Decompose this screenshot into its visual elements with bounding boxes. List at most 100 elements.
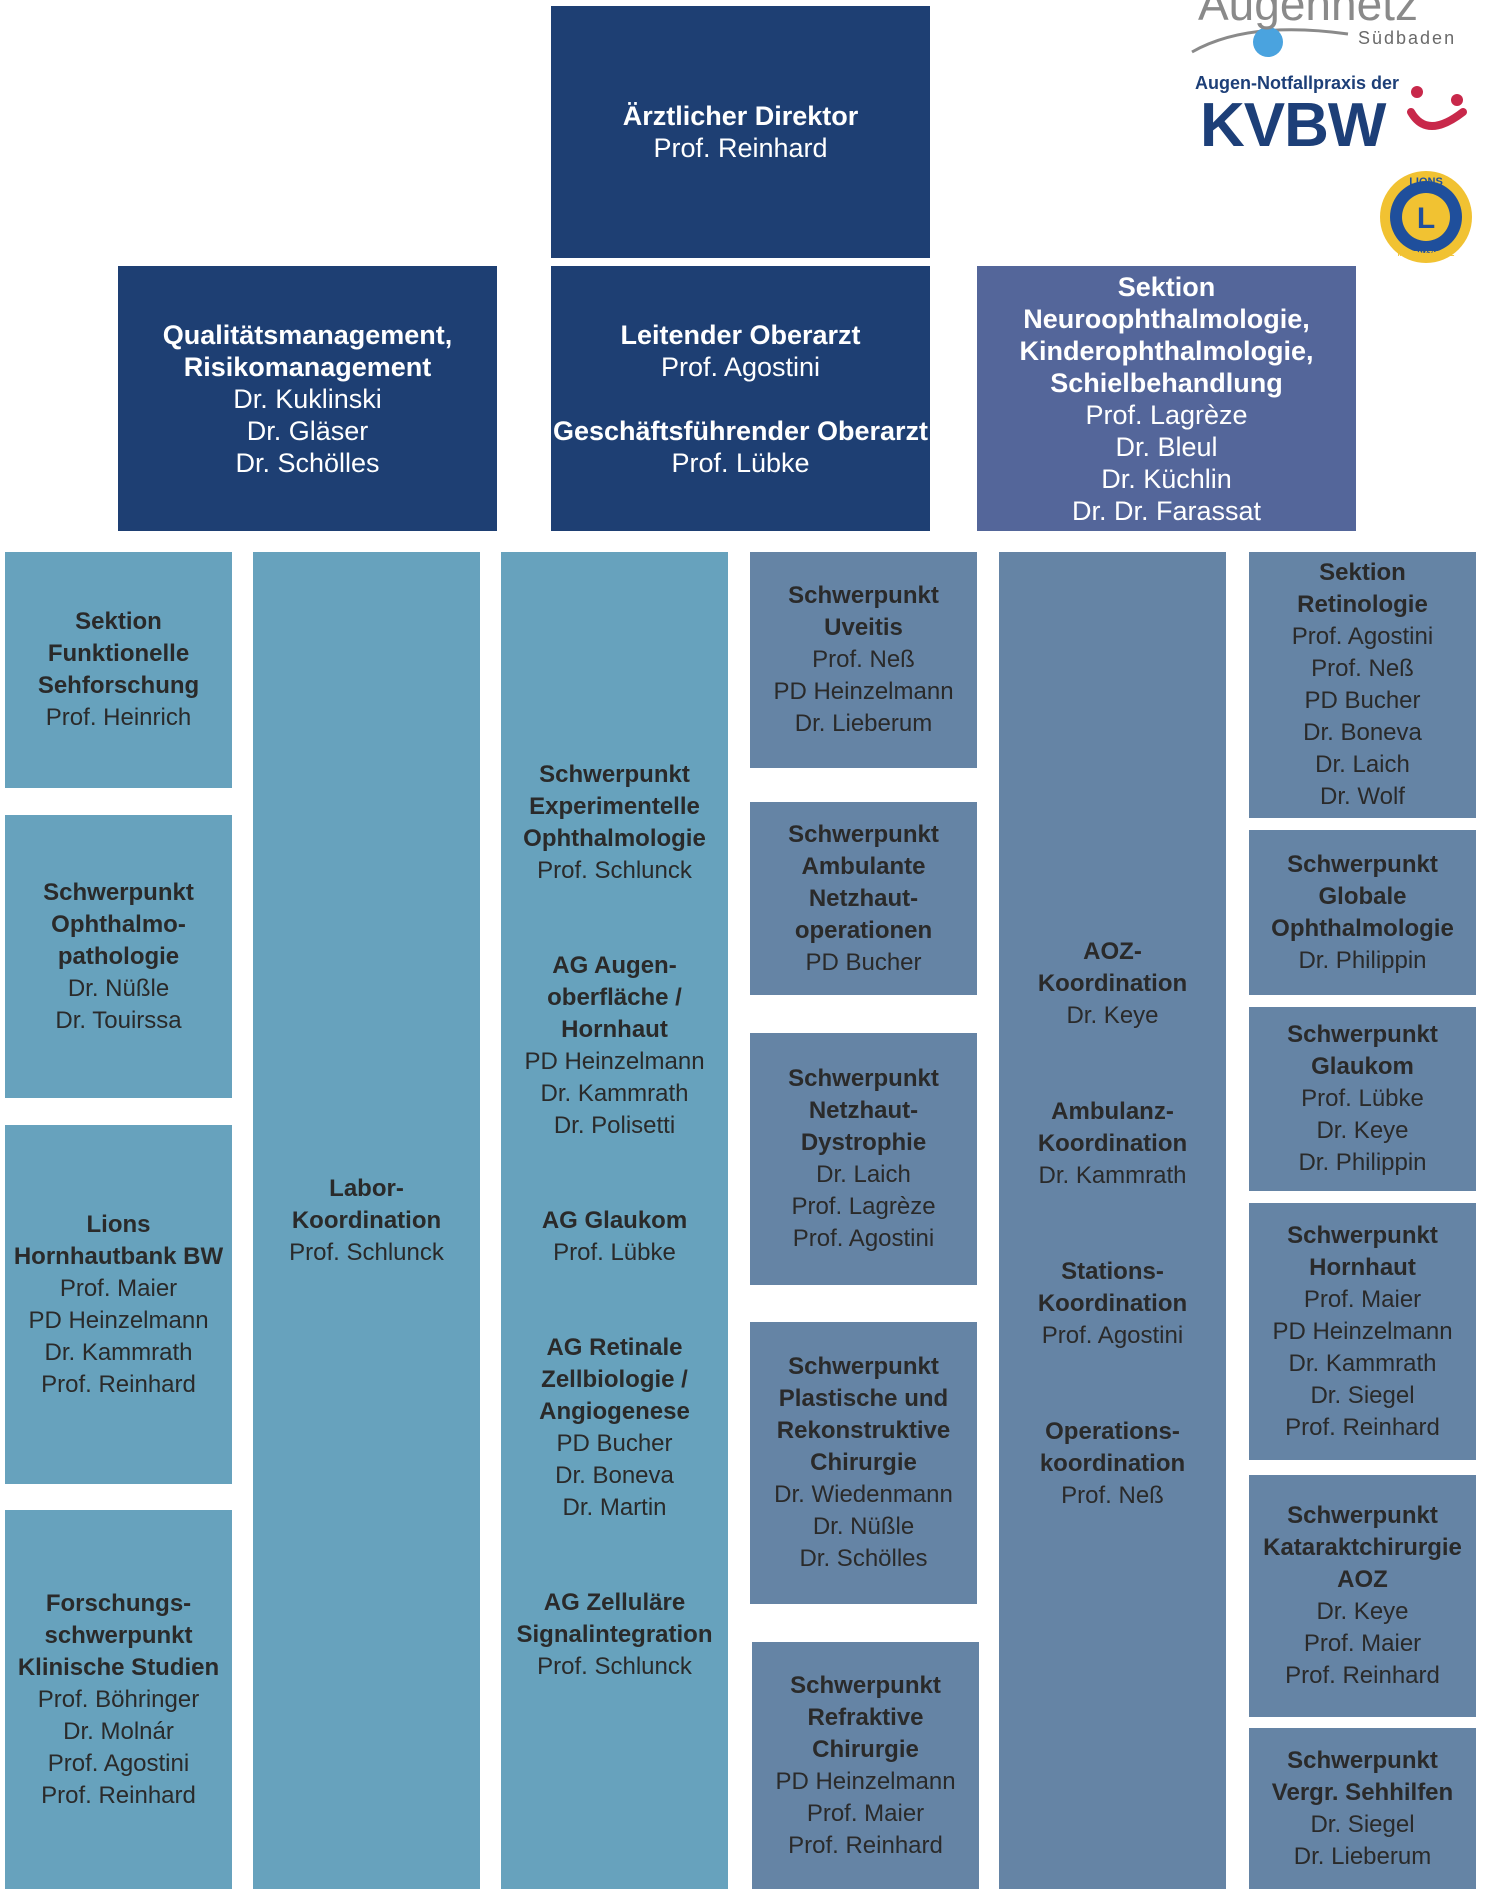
unit-person: Prof. Maier <box>59 1274 178 1302</box>
unit-person: Prof. Schlunck <box>537 857 692 884</box>
unit-title: AOZ- <box>1083 938 1142 965</box>
quality-person: Dr. Schölles <box>235 447 380 478</box>
unit-title: Schwerpunkt <box>539 761 690 788</box>
unit-title: Schwerpunkt <box>788 820 939 848</box>
unit-person: Dr. Boneva <box>1303 719 1422 746</box>
unit-person: PD Bucher <box>805 948 922 976</box>
unit-title: Ambulante <box>801 852 926 880</box>
unit-title: oberfläche / <box>547 984 682 1011</box>
group-experimentelle-ophthalmologie: Schwerpunkt Experimentelle Ophthalmologi… <box>523 759 706 887</box>
unit-title: Labor- <box>329 1174 404 1202</box>
unit-title: Vergr. Sehhilfen <box>1271 1778 1454 1806</box>
unit-person: Dr. Kammrath <box>44 1338 193 1366</box>
unit-title: Schwerpunkt <box>1287 1021 1438 1048</box>
unit-person: Dr. Wiedenmann <box>774 1481 953 1508</box>
direktor-person: Prof. Reinhard <box>653 133 828 163</box>
unit-title: Rekonstruktive <box>776 1417 951 1444</box>
leitend-person: Prof. Agostini <box>660 351 821 382</box>
unit-person: Dr. Kammrath <box>1288 1349 1437 1377</box>
unit-title: Sektion <box>75 608 162 635</box>
labor-koordination: Labor- Koordination Prof. Schlunck <box>253 552 480 1889</box>
group-ag-augenoberflaeche: AG Augen- oberfläche / Hornhaut PD Heinz… <box>524 950 704 1142</box>
neuro-title-line: Schielbehandlung <box>1050 367 1283 398</box>
lions-hornhautbank: Lions Hornhautbank BW Prof. Maier PD Hei… <box>5 1125 232 1484</box>
unit-person: Dr. Keye <box>1316 1117 1409 1144</box>
group-aoz-koordination: AOZ- Koordination Dr. Keye <box>1038 936 1187 1032</box>
unit-title: Refraktive <box>807 1703 924 1731</box>
unit-title: Operations- <box>1045 1418 1180 1445</box>
schwerpunkt-ophthalmopathologie: Schwerpunkt Ophthalmo- pathologie Dr. Nü… <box>5 815 232 1098</box>
schwerpunkt-ambulante-netzhautoperationen: Schwerpunkt Ambulante Netzhaut- operatio… <box>750 802 977 995</box>
unit-title: Zellbiologie / <box>541 1366 688 1393</box>
lions-bottom-text: INTERNATIONAL <box>1398 251 1455 258</box>
unit-person: Prof. Reinhard <box>41 1781 196 1809</box>
schwerpunkt-globale-ophthalmologie: Schwerpunkt Globale Ophthalmologie Dr. P… <box>1249 830 1476 995</box>
unit-title: Schwerpunkt <box>788 1353 939 1380</box>
unit-person: Dr. Touirssa <box>55 1006 182 1034</box>
unit-person: Prof. Agostini <box>47 1749 190 1777</box>
section-funktionelle-sehforschung: Sektion Funktionelle Sehforschung Prof. … <box>5 552 232 788</box>
unit-title: Plastische und <box>778 1385 949 1412</box>
unit-title: Ophthalmologie <box>523 825 706 852</box>
unit-title: Schwerpunkt <box>788 582 939 609</box>
quality-title-line: Qualitätsmanagement, <box>162 319 453 350</box>
unit-title: AG Augen- <box>552 952 677 979</box>
unit-person: Dr. Schölles <box>799 1545 928 1572</box>
group-stations-koordination: Stations- Koordination Prof. Agostini <box>1038 1256 1187 1352</box>
unit-person: Prof. Schlunck <box>537 1653 692 1680</box>
quality-title-line: Risikomanagement <box>183 351 432 382</box>
unit-person: Prof. Reinhard <box>1285 1413 1440 1441</box>
unit-title: Schwerpunkt <box>1287 850 1438 878</box>
unit-person: PD Bucher <box>1304 687 1421 714</box>
forschungsschwerpunkt-klinische-studien: Forschungs- schwerpunkt Klinische Studie… <box>5 1510 232 1889</box>
neuro-person: Dr. Dr. Farassat <box>1071 495 1262 526</box>
unit-title: AG Glaukom <box>541 1207 688 1234</box>
unit-title: Koordination <box>1037 1290 1188 1317</box>
unit-title: Ambulanz- <box>1051 1098 1174 1125</box>
unit-person: Prof. Lagrèze <box>791 1193 936 1220</box>
unit-person: PD Heinzelmann <box>1272 1317 1453 1345</box>
sektion-retinologie: Sektion Retinologie Prof. Agostini Prof.… <box>1249 552 1476 818</box>
unit-person: Dr. Martin <box>562 1494 667 1521</box>
unit-person: Dr. Philippin <box>1298 946 1427 974</box>
group-ag-zellulaere-signalintegration: AG Zelluläre Signalintegration Prof. Sch… <box>516 1587 712 1683</box>
unit-person: Dr. Polisetti <box>553 1112 676 1139</box>
unit-person: Dr. Laich <box>816 1161 911 1188</box>
quality-person: Dr. Gläser <box>246 415 369 446</box>
unit-title: Ophthalmologie <box>1271 914 1454 942</box>
unit-person: Dr. Keye <box>1066 1002 1159 1029</box>
unit-title: Hornhautbank BW <box>13 1242 224 1270</box>
unit-title: Schwerpunkt <box>1287 1746 1438 1774</box>
unit-title: Sektion <box>1319 559 1406 586</box>
unit-person: Dr. Philippin <box>1298 1149 1427 1176</box>
quality-person: Dr. Kuklinski <box>233 383 382 414</box>
unit-person: Prof. Maier <box>1303 1285 1422 1313</box>
group-ag-glaukom: AG Glaukom Prof. Lübke <box>542 1205 687 1269</box>
unit-person: Prof. Neß <box>1311 655 1414 682</box>
unit-title: Uveitis <box>824 614 903 641</box>
unit-person: Prof. Neß <box>812 646 915 673</box>
unit-title: Chirurgie <box>812 1735 919 1763</box>
unit-person: Prof. Reinhard <box>41 1370 196 1398</box>
unit-title: Schwerpunkt <box>790 1671 941 1699</box>
unit-person: PD Heinzelmann <box>524 1048 705 1075</box>
direktor-title: Ärztlicher Direktor <box>622 101 859 131</box>
unit-person: Prof. Neß <box>1061 1482 1164 1509</box>
quality-box: Qualitätsmanagement, Risikomanagement Dr… <box>118 266 497 531</box>
unit-person: PD Heinzelmann <box>773 678 954 705</box>
unit-title: Koordination <box>291 1206 442 1234</box>
unit-person: Dr. Kammrath <box>540 1080 689 1107</box>
unit-title: operationen <box>794 916 933 944</box>
direktor-box: Ärztlicher Direktor Prof. Reinhard <box>551 6 930 258</box>
neuro-title-line: Kinderophthalmologie, <box>1019 335 1314 366</box>
unit-title: koordination <box>1039 1450 1186 1477</box>
schwerpunkt-plastische-chirurgie: Schwerpunkt Plastische und Rekonstruktiv… <box>750 1322 977 1604</box>
unit-person: Dr. Kammrath <box>1038 1162 1187 1189</box>
lions-logo: LIONS L INTERNATIONAL <box>1380 171 1472 263</box>
neuro-title-line: Neuroophthalmologie, <box>1023 303 1310 334</box>
unit-title: Experimentelle <box>529 793 700 820</box>
unit-title: Schwerpunkt <box>43 878 194 906</box>
lions-top-text: LIONS <box>1409 176 1443 188</box>
schwerpunkt-uveitis: Schwerpunkt Uveitis Prof. Neß PD Heinzel… <box>750 552 977 768</box>
unit-title: Klinische Studien <box>17 1653 220 1681</box>
